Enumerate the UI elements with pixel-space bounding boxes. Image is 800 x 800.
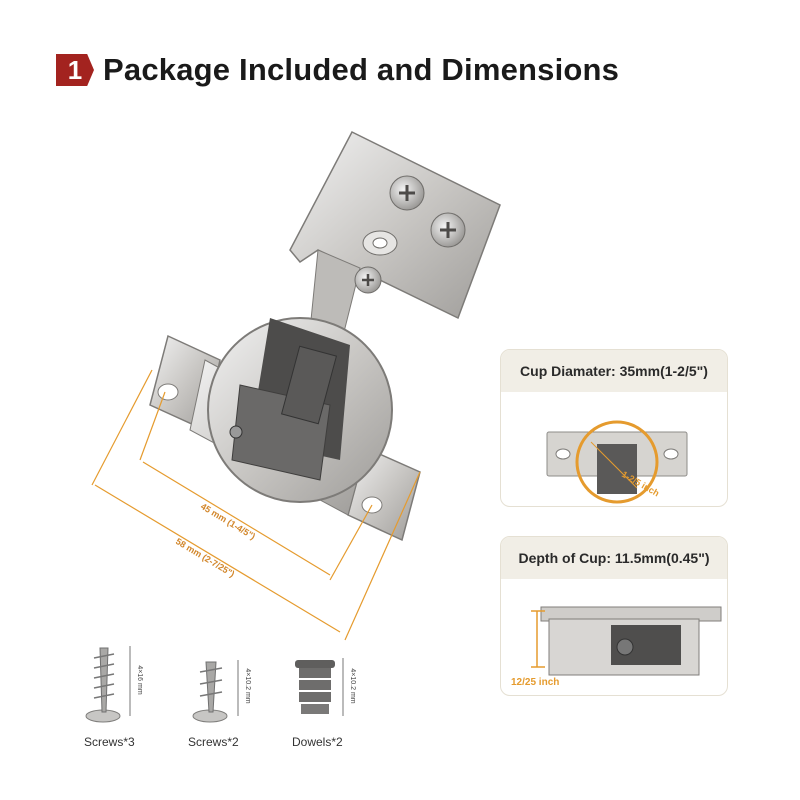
screw-16mm-size: 4×16 mm (136, 665, 143, 695)
dimension-lines (91, 369, 421, 641)
dowel-image: 4×10.2 mm (295, 658, 356, 716)
screw-16mm-image: 4×16 mm (85, 646, 143, 723)
dowel-size: 4×10.2 mm (349, 668, 356, 703)
header: 1 Package Included and Dimensions (56, 50, 619, 90)
hinge-cup (207, 317, 393, 503)
cup-diameter-image: 1-2/5 inch (501, 392, 727, 506)
step-badge: 1 (56, 54, 94, 86)
cup-depth-annotation: 12/25 inch (511, 677, 559, 688)
cup-depth-title: Depth of Cup: 11.5mm(0.45") (501, 537, 727, 579)
cup-depth-image: 12/25 inch (501, 579, 727, 693)
screws-3-label: Screws*3 (84, 735, 135, 749)
dimension-label-outer: 58 mm (2-7/25") (174, 536, 236, 579)
screw-10mm-size: 4×10.2 mm (244, 668, 251, 703)
cup-diameter-card: Cup Diamater: 35mm(1-2/5") 1-2/5 inch (500, 349, 728, 507)
cup-diameter-title: Cup Diamater: 35mm(1-2/5") (501, 350, 727, 392)
screw-10mm-image: 4×10.2 mm (192, 660, 251, 723)
cup-depth-card: Depth of Cup: 11.5mm(0.45") 12/25 inch (500, 536, 728, 696)
hinge-arm (289, 131, 501, 341)
page-title: Package Included and Dimensions (103, 52, 620, 87)
dimension-label-inner: 45 mm (1-4/5") (199, 501, 257, 541)
screws-2-label: Screws*2 (188, 735, 239, 749)
dowels-2-label: Dowels*2 (292, 735, 343, 749)
